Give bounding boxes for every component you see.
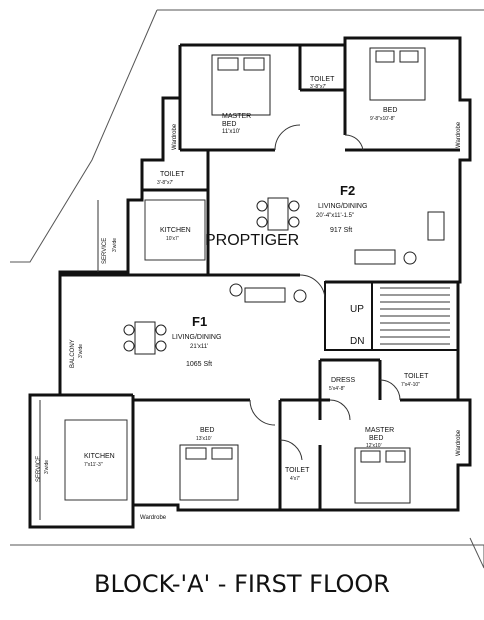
bed-master-top bbox=[211, 54, 271, 116]
drawing-title: BLOCK-'A' - FIRST FLOOR bbox=[94, 570, 390, 598]
room-name-toilet-bottom: TOILET bbox=[285, 467, 310, 474]
flat-f1-area: 1065 Sft bbox=[186, 361, 212, 368]
room-name-bed-bottom: BED bbox=[200, 427, 214, 434]
flat-f2-living-dim: 20'-4"x11'-1.5" bbox=[316, 213, 354, 219]
room-name-dress: DRESS bbox=[331, 377, 355, 384]
room-dim-service-bottom: 3'wide bbox=[44, 460, 50, 474]
flat-f2-area: 917 Sft bbox=[330, 227, 352, 234]
room-name-toilet-br: TOILET bbox=[404, 373, 429, 380]
site-boundary bbox=[10, 9, 484, 569]
flat-f2-labels: F2 LIVING/DINING 20'-4"x11'-1.5" 917 Sft bbox=[316, 183, 367, 234]
room-name-wardrobe-tr: Wardrobe bbox=[456, 121, 462, 148]
door-swings bbox=[249, 124, 401, 461]
room-name-kitchen-bottom: KITCHEN bbox=[84, 453, 115, 460]
flat-f1-name: F1 bbox=[192, 314, 207, 329]
walls bbox=[28, 36, 472, 529]
room-dim-toilet-top: 3'-8"x7' bbox=[310, 84, 326, 90]
room-name-master-bed-top: MASTER bbox=[222, 113, 251, 120]
flat-f2-living: LIVING/DINING bbox=[318, 203, 367, 210]
sofa-f2 bbox=[354, 211, 445, 265]
room-name-wardrobe-br: Wardrobe bbox=[456, 429, 462, 456]
room-dim-service-top: 3'wide bbox=[112, 238, 118, 252]
watermark: PROPTIGER bbox=[205, 232, 299, 249]
room-name-kitchen-top: KITCHEN bbox=[160, 227, 191, 234]
room-name-wardrobe-tl: Wardrobe bbox=[172, 123, 178, 150]
room-name-master-bed-bottom: MASTER bbox=[365, 427, 394, 434]
room-name-service-top: SERVICE bbox=[102, 238, 108, 264]
room-dim-toilet-br: 7'x4'-10" bbox=[401, 382, 420, 388]
room-dim-toilet-left: 3'-8"x7' bbox=[157, 180, 173, 186]
flat-f1-labels: F1 LIVING/DINING 21'x11' 1065 Sft bbox=[172, 314, 221, 368]
room-dim-toilet-bottom: 4'x7' bbox=[290, 476, 300, 482]
room-labels: MASTER BED 11'x10' TOILET 3'-8"x7' BED 9… bbox=[36, 76, 462, 521]
room-dim-kitchen-top: 10'x7' bbox=[166, 236, 179, 242]
stair-up-label: UP bbox=[350, 304, 364, 315]
room-name-wardrobe-bottom: Wardrobe bbox=[140, 515, 167, 521]
sofa-f1 bbox=[229, 283, 307, 303]
room-name2-master-bed-bottom: BED bbox=[369, 435, 383, 442]
room-dim-bed-bottom: 13'x10' bbox=[196, 436, 212, 442]
room-name-toilet-left: TOILET bbox=[160, 171, 185, 178]
room-dim-dress: 5'x4'-8" bbox=[329, 386, 345, 392]
stair-down-label: DN bbox=[350, 336, 364, 347]
dining-table-f1 bbox=[123, 321, 167, 355]
bed-master-bottom bbox=[354, 447, 411, 504]
bed-top bbox=[369, 47, 426, 101]
room-name-service-bottom: SERVICE bbox=[36, 456, 42, 482]
dining-table-f2 bbox=[256, 197, 300, 231]
flat-f2-name: F2 bbox=[340, 183, 355, 198]
flat-f1-living: LIVING/DINING bbox=[172, 334, 221, 341]
room-name2-master-bed-top: BED bbox=[222, 121, 236, 128]
room-name-toilet-top: TOILET bbox=[310, 76, 335, 83]
flat-f1-living-dim: 21'x11' bbox=[190, 344, 208, 350]
room-name-balcony: BALCONY bbox=[70, 339, 76, 368]
room-dim-balcony: 3'wide bbox=[78, 344, 84, 358]
stair-treads bbox=[380, 287, 450, 345]
counters bbox=[39, 199, 206, 520]
room-dim-bed-top: 9'-8"x10'-8" bbox=[370, 116, 395, 122]
room-name-bed-top: BED bbox=[383, 107, 397, 114]
room-dim-kitchen-bottom: 7'x11'-3" bbox=[84, 462, 103, 468]
room-dim-master-bed-top: 11'x10' bbox=[222, 129, 240, 135]
room-dim-master-bed-bottom: 12'x10' bbox=[366, 443, 382, 449]
bed-bottom bbox=[179, 444, 239, 501]
